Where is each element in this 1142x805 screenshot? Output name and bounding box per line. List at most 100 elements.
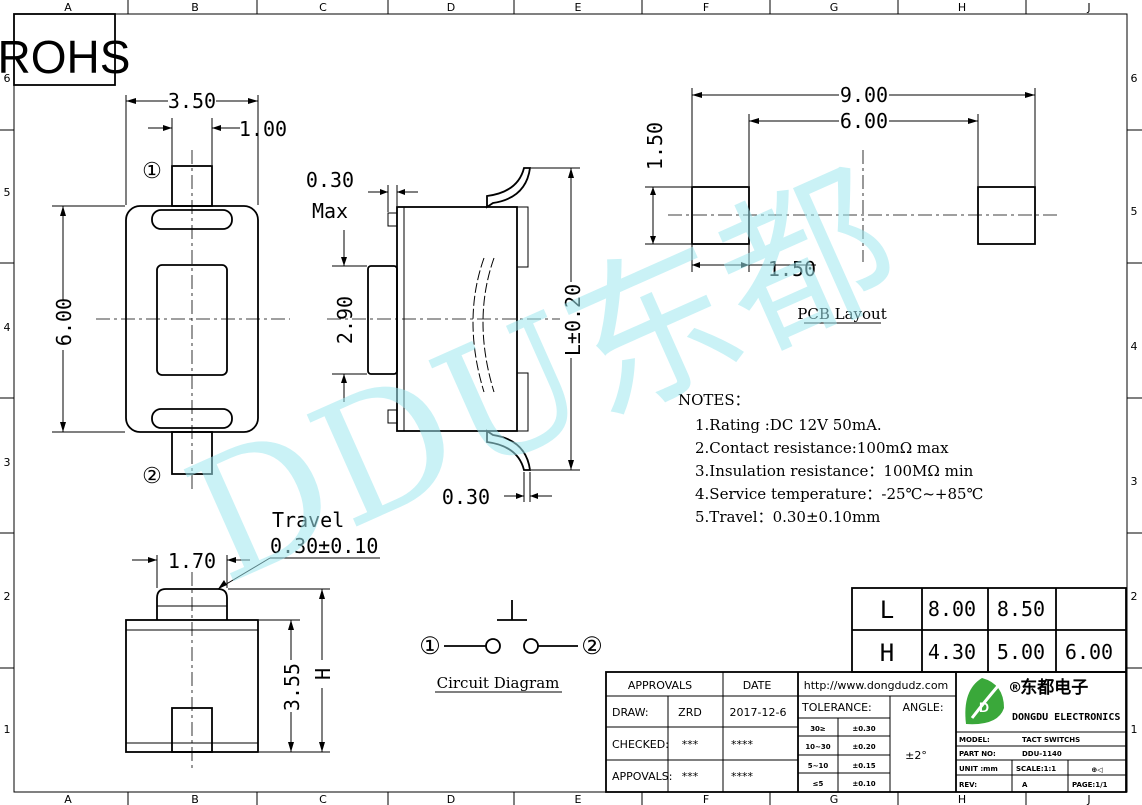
- max-word-label: Max: [312, 199, 348, 223]
- column-letters-top: A B C D E F G H J: [64, 1, 1090, 14]
- col-label: C: [319, 793, 327, 805]
- total-height-label: H: [311, 668, 335, 680]
- front-view: 1.70 Travel 0.30±0.10 3.55 H: [125, 508, 380, 770]
- col-label: H: [958, 1, 966, 14]
- note-item: 5.Travel：0.30±0.10mm: [695, 508, 880, 526]
- front-actuator-cap: [156, 588, 228, 620]
- column-ticks: [127, 0, 1027, 805]
- scale-label: SCALE:1:1: [1016, 765, 1056, 773]
- row-label: 2: [4, 590, 11, 603]
- col-label: C: [319, 1, 327, 14]
- pin-width-label: 1.00: [239, 117, 287, 141]
- col-label: B: [191, 1, 199, 14]
- col-label: J: [1086, 1, 1090, 14]
- size-row-label: L: [880, 596, 894, 624]
- actuator-height-label: 2.90: [333, 296, 357, 344]
- tolerance-range: 5~10: [808, 762, 829, 770]
- tolerance-range: ≤5: [813, 780, 824, 788]
- tolerance-label: TOLERANCE:: [801, 701, 872, 714]
- rohs-box: [13, 13, 116, 86]
- tolerance-value: ±0.20: [852, 743, 875, 751]
- length-label: L±0.20: [561, 284, 585, 356]
- draw-label: DRAW:: [612, 706, 649, 719]
- top-height-label: 6.00: [52, 298, 76, 346]
- rohs-mark: ROHS: [0, 31, 130, 83]
- row-label: 3: [4, 456, 11, 469]
- checked-by: ***: [682, 738, 699, 751]
- row-label: 1: [1131, 723, 1138, 736]
- notes: NOTES： 1.Rating :DC 12V 50mA. 2.Contact …: [678, 391, 983, 526]
- angle-label: ANGLE:: [902, 701, 943, 714]
- date-header: DATE: [743, 679, 772, 692]
- size-cell: 4.30: [928, 640, 976, 664]
- rev-label: REV:: [959, 781, 977, 789]
- note-item: 1.Rating :DC 12V 50mA.: [695, 416, 882, 434]
- size-cell: 8.00: [928, 597, 976, 621]
- outer-border: [13, 13, 1128, 793]
- appovals-label: APPOVALS:: [612, 770, 672, 783]
- row-label: 4: [4, 321, 11, 334]
- row-ticks: [0, 129, 1142, 669]
- pcb-inner-label: 6.00: [840, 109, 888, 133]
- bottom-terminal-bend: [486, 429, 532, 471]
- pcb-layout: 9.00 6.00 1.50 1.50 PCB Layout: [643, 83, 1058, 324]
- top-view: 3.50 1.00 6.00 ① ②: [52, 88, 290, 490]
- travel-value: 0.30±0.10: [270, 534, 378, 558]
- part-label: PART NO:: [959, 750, 996, 758]
- circuit-diagram: ① ② Circuit Diagram: [419, 600, 603, 693]
- col-label: F: [703, 793, 709, 805]
- dongdu-logo-icon: D: [965, 678, 1004, 725]
- projection-symbol-icon: ⊕◁: [1091, 766, 1103, 774]
- row-label: 5: [1131, 205, 1138, 218]
- row-label: 6: [1131, 72, 1138, 85]
- row-numbers-right: 6 5 4 3 2 1: [1131, 72, 1138, 736]
- watermark-logo-text: DDU东都: [162, 139, 924, 622]
- unit-label: UNIT :mm: [959, 765, 998, 773]
- switch-contact-left: [485, 638, 501, 654]
- top-width-label: 3.50: [168, 89, 216, 113]
- checked-date: ****: [731, 738, 754, 751]
- size-row-label: H: [880, 639, 894, 667]
- switch-contact-right: [523, 638, 539, 654]
- appovals-by: ***: [682, 770, 699, 783]
- col-label: J: [1086, 793, 1090, 805]
- note-item: 3.Insulation resistance：100MΩ min: [695, 462, 974, 480]
- max-offset-label: 0.30: [306, 168, 354, 192]
- cap-width-label: 1.70: [168, 549, 216, 573]
- side-view: 0.30 Max 2.90 L±0.20 0.30: [306, 167, 585, 509]
- svg-text:D: D: [979, 699, 989, 715]
- approvals-header: APPROVALS: [628, 679, 692, 692]
- size-cell: 8.50: [997, 597, 1045, 621]
- company-name-cn: ®东都电子: [1010, 677, 1088, 698]
- pcb-pad-width-label: 1.50: [768, 257, 816, 281]
- size-cell: 5.00: [997, 640, 1045, 664]
- circuit-title: Circuit Diagram: [437, 674, 560, 692]
- website-text: http://www.dongdudz.com: [804, 679, 949, 692]
- col-label: H: [958, 793, 966, 805]
- pcb-layout-title: PCB Layout: [797, 305, 886, 323]
- draw-date: 2017-12-6: [730, 706, 787, 719]
- tolerance-range: 10~30: [805, 743, 830, 751]
- tolerance-range: 30≥: [810, 725, 826, 733]
- angle-value: ±2°: [905, 749, 927, 762]
- row-label: 5: [4, 186, 11, 199]
- checked-label: CHECKED:: [612, 738, 669, 751]
- col-label: F: [703, 1, 709, 14]
- size-cell: 6.00: [1065, 640, 1113, 664]
- tolerance-value: ±0.15: [852, 762, 875, 770]
- note-item: 2.Contact resistance:100mΩ max: [695, 439, 949, 457]
- pcb-pad-left: [691, 186, 750, 245]
- page-label: PAGE:1/1: [1072, 781, 1108, 789]
- pcb-pad-height-label: 1.50: [643, 122, 667, 170]
- tolerance-value: ±0.30: [852, 725, 875, 733]
- col-label: D: [447, 793, 455, 805]
- part-value: DDU-1140: [1022, 750, 1062, 758]
- note-item: 4.Service temperature：-25℃~+85℃: [695, 485, 983, 503]
- row-label: 6: [4, 72, 11, 85]
- pin-2-marker: ②: [142, 464, 162, 489]
- lead-thickness-label: 0.30: [442, 485, 490, 509]
- col-label: A: [64, 793, 72, 805]
- pin-1-marker: ①: [142, 159, 162, 184]
- travel-label: Travel: [272, 508, 344, 532]
